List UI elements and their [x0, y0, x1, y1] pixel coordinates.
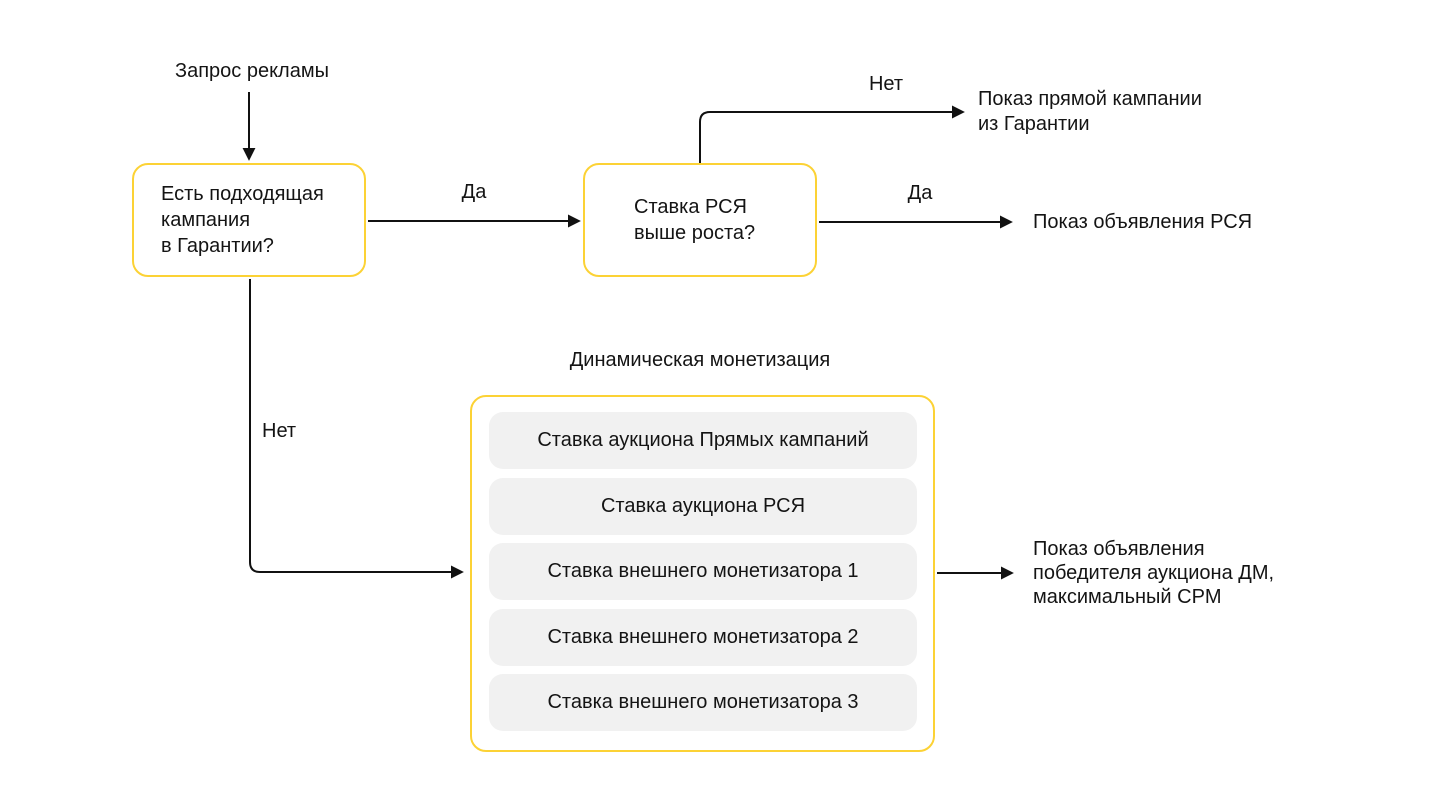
dm-item-external-monetizer-3: Ставка внешнего монетизатора 3: [489, 674, 917, 731]
dm-item-direct-auction-bid: Ставка аукциона Прямых кампаний: [489, 412, 917, 469]
start-label: Запрос рекламы: [175, 60, 329, 82]
outcome-dm-winner: Показ объявления победителя аукциона ДМ,…: [1033, 538, 1275, 608]
edge-label-rsya-yes: Да: [907, 182, 933, 204]
dm-item-external-monetizer-1: Ставка внешнего монетизатора 1: [489, 543, 917, 600]
decision-node-rsya-bid: Ставка РСЯ выше роста?: [583, 163, 817, 277]
dm-group-title: Динамическая монетизация: [569, 349, 831, 371]
arrow-rsya-no: [699, 105, 965, 163]
arrow-guarantee-no: [249, 279, 464, 579]
decision-node-guarantee-text: Есть подходящая кампания в Гарантии?: [161, 183, 324, 257]
dm-item-rsya-auction-bid: Ставка аукциона РСЯ: [489, 477, 917, 535]
decision-node-rsya-bid-text: Ставка РСЯ выше роста?: [634, 196, 756, 244]
dm-group-box: Ставка аукциона Прямых кампаний Ставка а…: [470, 395, 935, 752]
dm-item-external-monetizer-2: Ставка внешнего монетизатора 2: [489, 608, 917, 666]
outcome-direct-guarantee: Показ прямой кампании из Гарантии: [978, 88, 1202, 135]
decision-node-guarantee: Есть подходящая кампания в Гарантии?: [132, 163, 366, 277]
edge-label-guarantee-no: Нет: [262, 420, 297, 442]
edge-label-guarantee-yes: Да: [461, 181, 487, 203]
edge-label-rsya-no: Нет: [868, 73, 904, 95]
outcome-rsya-ad: Показ объявления РСЯ: [1033, 211, 1253, 233]
